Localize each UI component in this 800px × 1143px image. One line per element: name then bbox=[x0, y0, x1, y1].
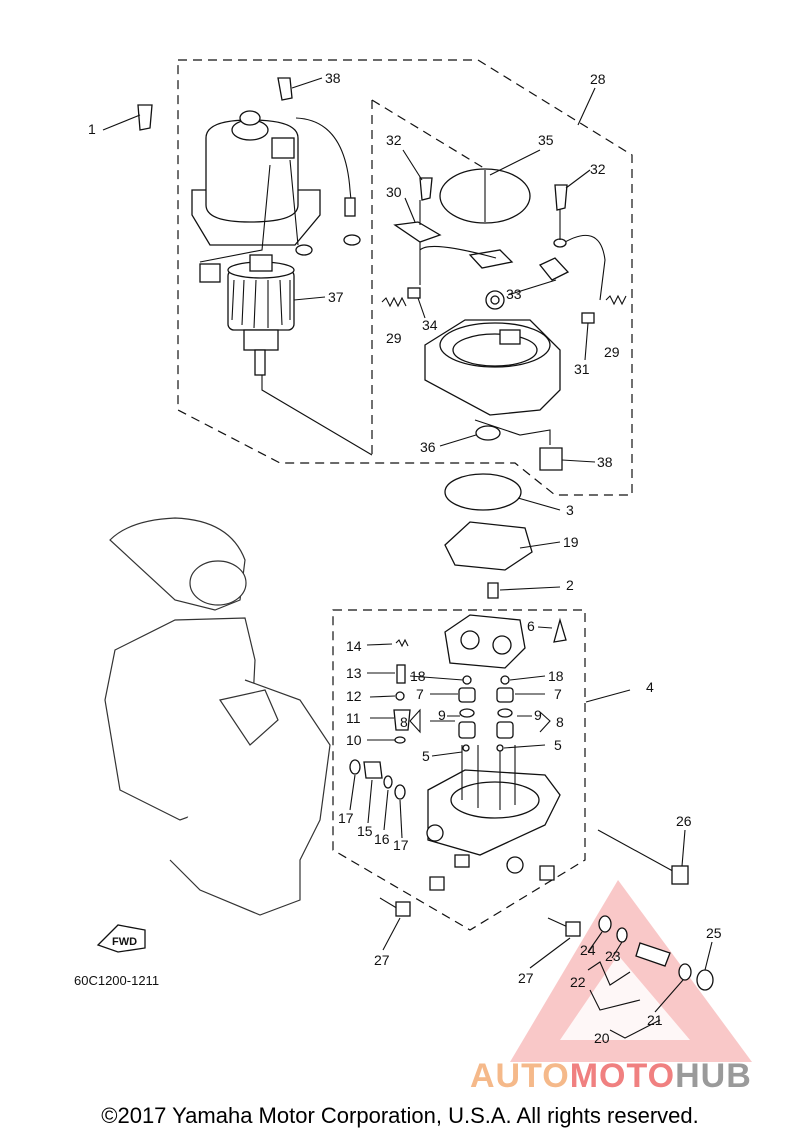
outboard-bracket-reference bbox=[104, 517, 331, 916]
callout-13: 13 bbox=[346, 665, 362, 681]
callout-12: 12 bbox=[346, 688, 362, 704]
watermark-part-3: HUB bbox=[675, 1057, 752, 1095]
callout-7: 7 bbox=[416, 686, 424, 702]
callout-18: 18 bbox=[410, 668, 426, 684]
callout-3: 3 bbox=[566, 502, 574, 518]
copyright-notice: ©2017 Yamaha Motor Corporation, U.S.A. A… bbox=[101, 1103, 699, 1128]
callout-5: 5 bbox=[422, 748, 430, 764]
callout-14: 14 bbox=[346, 638, 362, 654]
callout-17: 17 bbox=[338, 810, 354, 826]
callout-27: 27 bbox=[374, 952, 390, 968]
callout-23: 23 bbox=[605, 948, 621, 964]
callout-8: 8 bbox=[556, 714, 564, 730]
callout-4: 4 bbox=[646, 679, 654, 695]
leader-lines bbox=[102, 77, 713, 1039]
callout-38: 38 bbox=[325, 70, 341, 86]
callout-36: 36 bbox=[420, 439, 436, 455]
pump-body-boundary bbox=[332, 609, 586, 931]
callout-9: 9 bbox=[534, 707, 542, 723]
document-id: 60C1200-1211 bbox=[74, 973, 160, 988]
watermark-triangle bbox=[510, 880, 752, 1062]
callout-1: 1 bbox=[88, 121, 96, 137]
callout-2: 2 bbox=[566, 577, 574, 593]
callout-27: 27 bbox=[518, 970, 534, 986]
callout-38: 38 bbox=[597, 454, 613, 470]
watermark-part-1: AUTO bbox=[470, 1057, 570, 1095]
callout-21: 21 bbox=[647, 1012, 663, 1028]
callout-32: 32 bbox=[590, 161, 606, 177]
end-cover bbox=[393, 168, 606, 445]
callout-5: 5 bbox=[554, 737, 562, 753]
callout-30: 30 bbox=[386, 184, 402, 200]
callout-33: 33 bbox=[506, 286, 522, 302]
callout-26: 26 bbox=[676, 813, 692, 829]
brush-springs bbox=[381, 294, 627, 308]
callout-10: 10 bbox=[346, 732, 362, 748]
callout-18: 18 bbox=[548, 668, 564, 684]
callout-17: 17 bbox=[393, 837, 409, 853]
watermark-part-2: MOTO bbox=[569, 1057, 676, 1095]
callout-labels: 1 38 28 32 35 32 30 37 33 34 29 29 31 36… bbox=[88, 70, 722, 1046]
callout-6: 6 bbox=[527, 618, 535, 634]
callout-35: 35 bbox=[538, 132, 554, 148]
armature bbox=[227, 254, 295, 376]
callout-32: 32 bbox=[386, 132, 402, 148]
callout-9: 9 bbox=[438, 707, 446, 723]
callout-25: 25 bbox=[706, 925, 722, 941]
callout-16: 16 bbox=[374, 831, 390, 847]
fwd-arrow-icon bbox=[96, 924, 146, 953]
motor-assembly-boundary bbox=[177, 59, 633, 496]
callout-22: 22 bbox=[570, 974, 586, 990]
callout-7: 7 bbox=[554, 686, 562, 702]
callout-8: 8 bbox=[400, 714, 408, 730]
callout-37: 37 bbox=[328, 289, 344, 305]
watermark-text: AUTOMOTOHUB bbox=[470, 1057, 752, 1096]
callout-24: 24 bbox=[580, 942, 596, 958]
callout-11: 11 bbox=[346, 710, 361, 726]
motor-housing bbox=[191, 110, 361, 283]
callout-19: 19 bbox=[563, 534, 579, 550]
callout-15: 15 bbox=[357, 823, 373, 839]
callout-20: 20 bbox=[594, 1030, 610, 1046]
callout-34: 34 bbox=[422, 317, 438, 333]
o-ring bbox=[444, 473, 522, 511]
gasket-plate bbox=[444, 521, 533, 571]
fwd-label: FWD bbox=[112, 936, 137, 948]
callout-28: 28 bbox=[590, 71, 606, 87]
pump-housing bbox=[426, 745, 561, 874]
callout-29: 29 bbox=[604, 344, 620, 360]
callout-29: 29 bbox=[386, 330, 402, 346]
valve-components bbox=[393, 638, 514, 752]
callout-31: 31 bbox=[574, 361, 590, 377]
